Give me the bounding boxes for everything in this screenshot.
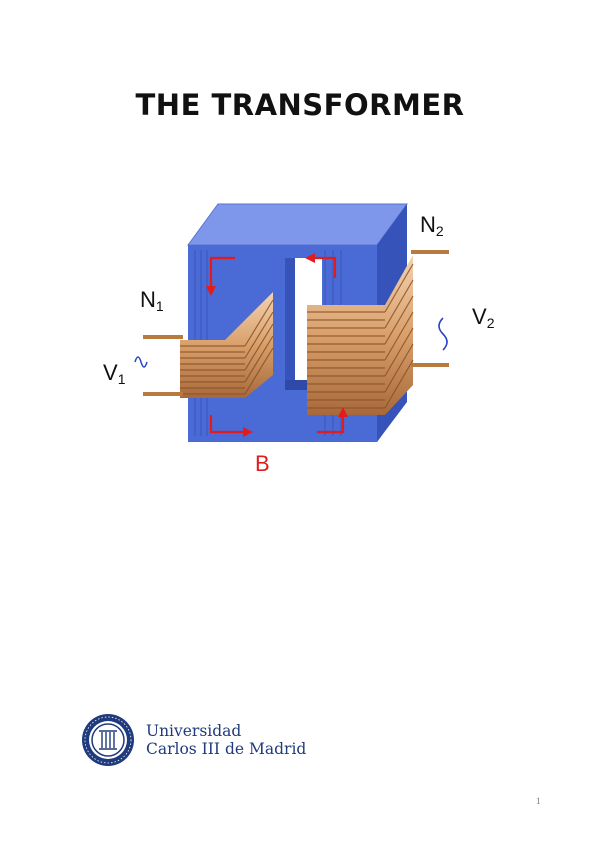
logo-line-2: Carlos III de Madrid — [146, 740, 307, 758]
secondary-terminal-top — [411, 250, 449, 254]
page-title: THE TRANSFORMER — [135, 88, 465, 122]
label-n1: N1 — [140, 287, 164, 314]
label-v2: V2 — [472, 304, 495, 331]
ac-source-symbol-v1 — [134, 356, 148, 368]
transformer-figure: N1 N2 V1 V2 B — [95, 200, 515, 480]
page-number: 1 — [536, 796, 541, 806]
primary-winding — [180, 292, 274, 398]
label-v1: V1 — [103, 360, 126, 387]
ac-symbol-v2 — [438, 317, 448, 351]
secondary-terminal-bottom — [411, 363, 449, 367]
flux-path — [209, 256, 345, 434]
primary-terminal-top — [143, 335, 183, 339]
logo-line-1: Universidad — [146, 722, 242, 740]
label-b-field: B — [255, 451, 270, 476]
secondary-winding — [307, 255, 414, 415]
university-logo: Universidad Carlos III de Madrid — [80, 712, 340, 768]
primary-terminal-bottom — [143, 392, 183, 396]
university-seal-icon — [82, 714, 134, 766]
flux-arrowheads — [206, 253, 348, 437]
label-n2: N2 — [420, 212, 444, 239]
core-top-face — [187, 203, 408, 246]
